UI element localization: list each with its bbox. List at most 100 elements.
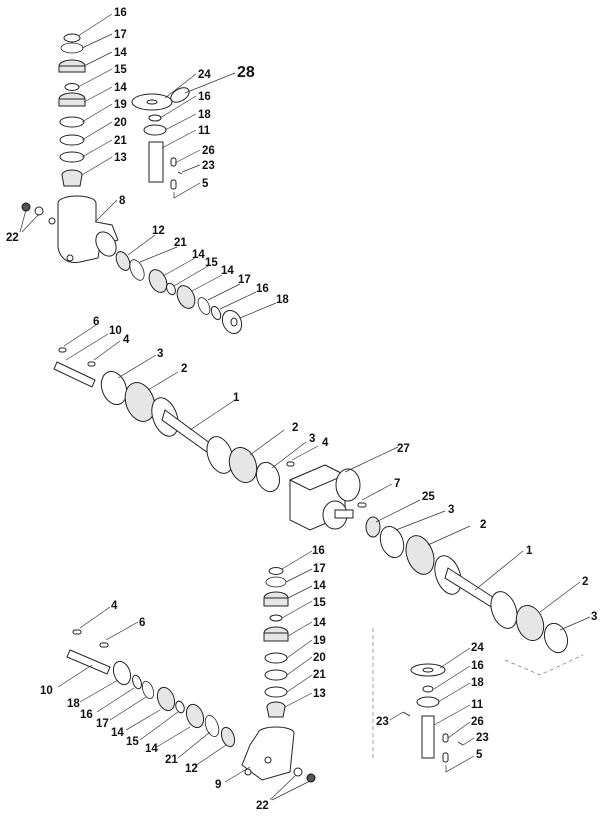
callout: 18 [67,698,80,710]
callout: 23 [202,160,215,172]
callout: 3 [591,611,597,623]
callout: 25 [422,491,435,503]
part-seal-hole [230,317,238,327]
part-shaft [66,649,111,675]
callout-labels: 16 17 14 15 14 19 20 21 13 24 28 16 18 1… [6,7,597,812]
callout: 5 [476,749,483,761]
part-bearing [176,285,196,309]
top-vertical-bearing-stack [58,33,86,187]
part-key [58,347,67,353]
callout: 16 [312,545,325,557]
callout: 15 [114,64,127,76]
top-input-shaft-group [131,87,190,190]
callout: 3 [157,348,163,360]
part-seal [416,696,440,708]
callout: 2 [480,519,486,531]
callout: 14 [114,82,127,94]
callout: 26 [202,145,215,157]
callout: 4 [322,437,329,449]
part-coupling-disc [228,447,258,483]
part-key [357,502,367,508]
callout: 6 [139,617,145,629]
callout: 14 [111,727,124,739]
callout: 11 [471,699,484,711]
callout: 14 [145,743,158,755]
part-bevel-gear [115,251,131,271]
callout: 27 [397,443,410,455]
part-coupling-disc [405,535,435,575]
part-shim [264,686,288,698]
part-washer [293,767,303,777]
callout: 22 [256,800,269,812]
callout: 20 [313,652,326,664]
part-bearing-body [58,65,86,73]
callout: 17 [313,563,326,575]
part-cover-plate-hole [146,99,158,105]
callout: 12 [152,225,165,237]
housing-side-opening [95,231,117,257]
gearbox-top [288,464,347,491]
part-shim [129,259,145,281]
callout: 16 [471,660,484,672]
part-circlip [197,297,211,315]
part-snap-ring [422,685,434,693]
callout: 2 [582,576,588,588]
part-bevel-gear-teeth [61,174,83,187]
callout: 11 [198,125,211,137]
callout: 16 [114,7,127,19]
part-bearing [156,686,176,712]
part-bearing-body [263,597,289,607]
callout: 24 [198,69,211,81]
housing-boss [244,768,252,776]
part-sprocket [365,516,381,538]
part-shim [59,116,85,128]
callout: 19 [313,635,326,647]
callout: 15 [126,736,139,748]
part-spacer [64,83,80,91]
part-bearing [148,269,168,293]
bottom-gear-housing [241,726,316,783]
callout: 3 [309,433,315,445]
callout: 14 [221,265,234,277]
callout: 6 [93,316,99,328]
part-key [286,461,295,467]
callout: 10 [40,685,53,697]
housing-boss [48,217,56,225]
part-key [170,157,177,167]
callout: 4 [111,600,118,612]
part-bevel-gear [220,726,236,748]
part-bearing-body [58,98,86,107]
callout: 16 [256,283,269,295]
part-spacer [175,700,185,714]
part-coupling-disc [515,605,545,641]
callout: 17 [238,274,251,286]
callout: 8 [119,195,126,207]
part-bevel-gear-teeth [266,706,286,718]
part-shaft [148,141,164,183]
part-spacer [269,614,283,622]
part-shim [59,134,85,146]
callout: 1 [233,392,240,404]
callout: 17 [114,29,127,41]
part-coupling-disc [124,382,156,422]
callout: 15 [205,257,218,269]
callout: 2 [181,363,187,375]
part-seal [112,660,132,686]
top-gear-housing [21,195,119,263]
left-shaft-group [53,347,96,388]
top-horizontal-bearing-stack [115,251,243,335]
callout: 18 [471,677,484,689]
part-circlip [60,42,84,54]
callout: 20 [114,117,127,129]
part-bearing-body [263,632,289,642]
part-spacer [166,282,176,296]
main-axle-right [379,526,584,676]
bottom-input-shaft-group [372,628,464,763]
callout: 13 [114,152,127,164]
part-nut [306,773,316,783]
callout: 1 [526,545,533,557]
part-washer [34,206,44,216]
part-key [87,361,96,367]
callout: 12 [185,763,198,775]
housing-boss [66,254,74,262]
